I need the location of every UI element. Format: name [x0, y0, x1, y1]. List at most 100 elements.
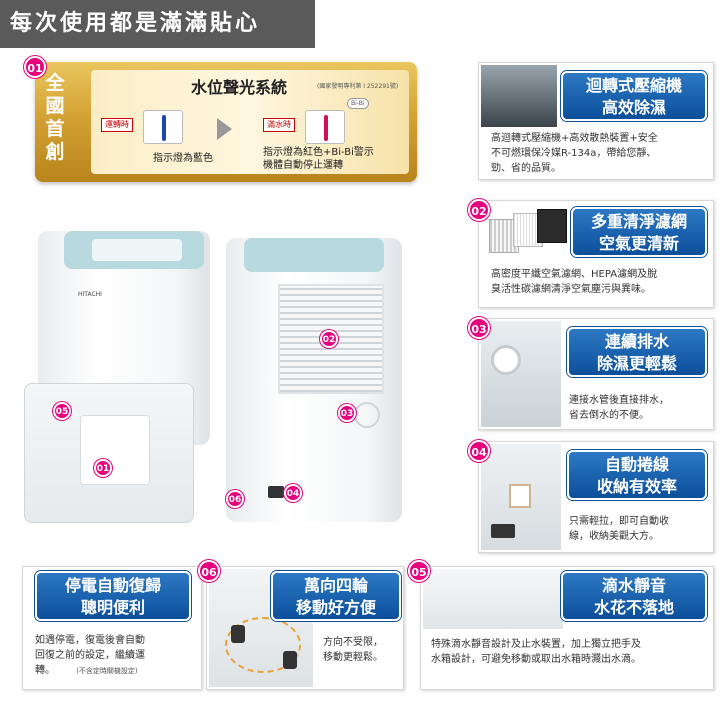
feature-subtitle: 空氣更清新 — [598, 234, 679, 253]
desc-line: 移動更輕鬆。 — [323, 652, 383, 663]
full-water-caption-1: 指示燈為紅色+Bi-Bi警示 — [263, 147, 374, 158]
callout-badge: 01 — [94, 459, 112, 477]
desc-line: 特殊滴水靜音設計及止水裝置，加上獨立把手及 — [431, 639, 641, 650]
feature-number-badge: 04 — [468, 440, 490, 462]
feature-subtitle: 除濕更輕鬆 — [596, 354, 677, 373]
feature-number-badge: 01 — [24, 56, 46, 78]
feature-description: 連接水管後直接排水， 省去倒水的不便。 — [569, 393, 669, 423]
desc-line: 如遇停電，復電後會自動 — [35, 635, 145, 646]
rotate-arrow-icon — [225, 617, 301, 673]
feature-title: 多重清淨濾網 — [590, 212, 687, 231]
desc-line: 水箱設計，可避免移動或取出水箱時濺出水滴。 — [431, 654, 641, 665]
feature-title-box: 多重清淨濾網 空氣更清新 — [571, 207, 707, 257]
desc-line: 高迴轉式壓縮機+高效散熱裝置+安全 — [491, 133, 658, 144]
front-product-image: HITACHI 05 01 — [20, 225, 220, 525]
feature-subtitle: 高效除濕 — [601, 98, 666, 117]
red-light-icon — [324, 115, 328, 141]
feature-title: 自動捲線 — [604, 455, 669, 474]
feature-title: 萬向四輪 — [303, 576, 368, 595]
desc-line: 方向不受限， — [323, 637, 383, 648]
drain-outlet — [354, 402, 380, 428]
feature-number-badge: 02 — [468, 199, 490, 221]
feature-description: 只需輕拉，即可自動收 線，收納美觀大方。 — [569, 514, 669, 544]
callout-badge: 04 — [284, 484, 302, 502]
side-title-char: 全 — [45, 72, 65, 94]
red-indicator — [305, 110, 345, 144]
desc-line: 轉。 — [35, 665, 55, 676]
water-tank — [24, 383, 194, 523]
feature-subtitle: 移動好方便 — [295, 598, 376, 617]
side-title-char: 創 — [45, 141, 65, 163]
blue-light-icon — [162, 115, 166, 141]
feature-number-badge: 03 — [468, 317, 490, 339]
feature-card-cord-reel: 自動捲線 收納有效率 只需輕拉，即可自動收 線，收納美觀大方。 — [478, 441, 714, 553]
desc-line: 線，收納美觀大方。 — [569, 531, 659, 542]
feature-title: 迴轉式壓縮機 — [585, 76, 682, 95]
feature-number-badge: 05 — [408, 560, 430, 582]
feature-number-badge: 06 — [198, 560, 220, 582]
feature-description: 如遇停電，復電後會自動 回復之前的設定，繼續運 轉。 (不含定時關機設定) — [35, 633, 145, 679]
back-product-image: 02 03 06 04 — [218, 234, 408, 524]
desc-line: 臭活性碳濾網清淨空氣塵污與異味。 — [491, 284, 651, 295]
side-title: 全 國 首 創 — [43, 72, 67, 164]
compressor-image — [481, 65, 557, 127]
desc-line: 只需輕拉，即可自動收 — [569, 516, 669, 527]
feature-title-box: 萬向四輪 移動好方便 — [271, 571, 401, 621]
running-caption: 指示燈為藍色 — [153, 153, 213, 164]
water-tank-image — [423, 569, 563, 629]
water-level-alert-panel: 全 國 首 創 水位聲光系統 (國家發明專利第 I 252291號) 運轉時 指… — [35, 62, 417, 182]
cord-slot-icon — [509, 484, 531, 508]
blue-indicator — [143, 110, 183, 144]
cord-outlet — [268, 486, 284, 498]
desc-line: 勁、省的品質。 — [491, 163, 561, 174]
arrow-right-icon — [217, 118, 232, 140]
tank-window — [80, 415, 150, 485]
feature-subtitle: 聰明便利 — [80, 598, 145, 617]
feature-subtitle: 水花不落地 — [593, 598, 674, 617]
callout-badge: 06 — [226, 490, 244, 508]
feature-title-box: 停電自動復歸 聰明便利 — [35, 571, 191, 621]
feature-card-filters: 多重清淨濾網 空氣更清新 高密度平纖空氣濾網、HEPA濾網及脫 臭活性碳濾網清淨… — [478, 200, 714, 308]
full-water-tag: 滿水時 — [263, 118, 295, 132]
feature-description: 特殊滴水靜音設計及止水裝置，加上獨立把手及 水箱設計，可避免移動或取出水箱時濺出… — [431, 637, 641, 667]
restart-note: (不含定時關機設定) — [76, 667, 138, 675]
desc-line: 高密度平纖空氣濾網、HEPA濾網及脫 — [491, 269, 658, 280]
side-title-char: 國 — [45, 95, 65, 117]
drain-hose-image — [481, 321, 561, 427]
alert-title: 水位聲光系統 — [191, 78, 288, 97]
page-header: 每次使用都是滿滿貼心 — [0, 0, 315, 48]
desc-line: 回復之前的設定，繼續運 — [35, 650, 145, 661]
full-water-caption-2: 機體自動停止運轉 — [263, 160, 343, 171]
feature-card-auto-restart: 停電自動復歸 聰明便利 如遇停電，復電後會自動 回復之前的設定，繼續運 轉。 (… — [22, 566, 202, 690]
feature-card-drainage: 連續排水 除濕更輕鬆 連接水管後直接排水， 省去倒水的不便。 — [478, 318, 714, 430]
feature-title-box: 滴水靜音 水花不落地 — [561, 571, 707, 621]
feature-title: 停電自動復歸 — [64, 576, 161, 595]
callout-badge: 05 — [53, 402, 71, 420]
beep-bubble: Bi-Bi — [347, 98, 369, 109]
wheel-icon — [283, 651, 297, 669]
wheel-icon — [231, 625, 245, 643]
feature-card-compressor: 迴轉式壓縮機 高效除濕 高迴轉式壓縮機+高效散熱裝置+安全 不可燃環保冷媒R-1… — [478, 62, 714, 180]
feature-title: 連續排水 — [604, 332, 669, 351]
callout-badge: 03 — [338, 404, 356, 422]
callout-badge: 02 — [320, 330, 338, 348]
top-handle — [244, 238, 384, 272]
feature-title-box: 迴轉式壓縮機 高效除濕 — [561, 71, 707, 121]
feature-card-quiet-drip: 滴水靜音 水花不落地 特殊滴水靜音設計及止水裝置，加上獨立把手及 水箱設計，可避… — [420, 566, 714, 690]
feature-description: 高密度平纖空氣濾網、HEPA濾網及脫 臭活性碳濾網清淨空氣塵污與異味。 — [491, 267, 657, 297]
desc-line: 連接水管後直接排水， — [569, 395, 669, 406]
feature-title-box: 連續排水 除濕更輕鬆 — [567, 327, 707, 377]
feature-title: 滴水靜音 — [601, 576, 666, 595]
desc-line: 省去倒水的不便。 — [569, 410, 649, 421]
feature-card-wheels: 萬向四輪 移動好方便 方向不受限， 移動更輕鬆。 — [206, 566, 404, 690]
feature-description: 方向不受限， 移動更輕鬆。 — [323, 635, 383, 665]
drain-port-icon — [491, 345, 521, 375]
plug-icon — [491, 524, 515, 538]
filter-carbon-icon — [537, 209, 567, 243]
control-buttons — [92, 239, 182, 261]
brand-logo: HITACHI — [78, 291, 102, 298]
alert-panel-inner: 水位聲光系統 (國家發明專利第 I 252291號) 運轉時 指示燈為藍色 滿水… — [91, 70, 409, 174]
feature-subtitle: 收納有效率 — [596, 477, 677, 496]
feature-description: 高迴轉式壓縮機+高效散熱裝置+安全 不可燃環保冷媒R-134a，帶給您靜、 勁、… — [491, 131, 658, 176]
patent-number: (國家發明專利第 I 252291號) — [317, 83, 399, 90]
